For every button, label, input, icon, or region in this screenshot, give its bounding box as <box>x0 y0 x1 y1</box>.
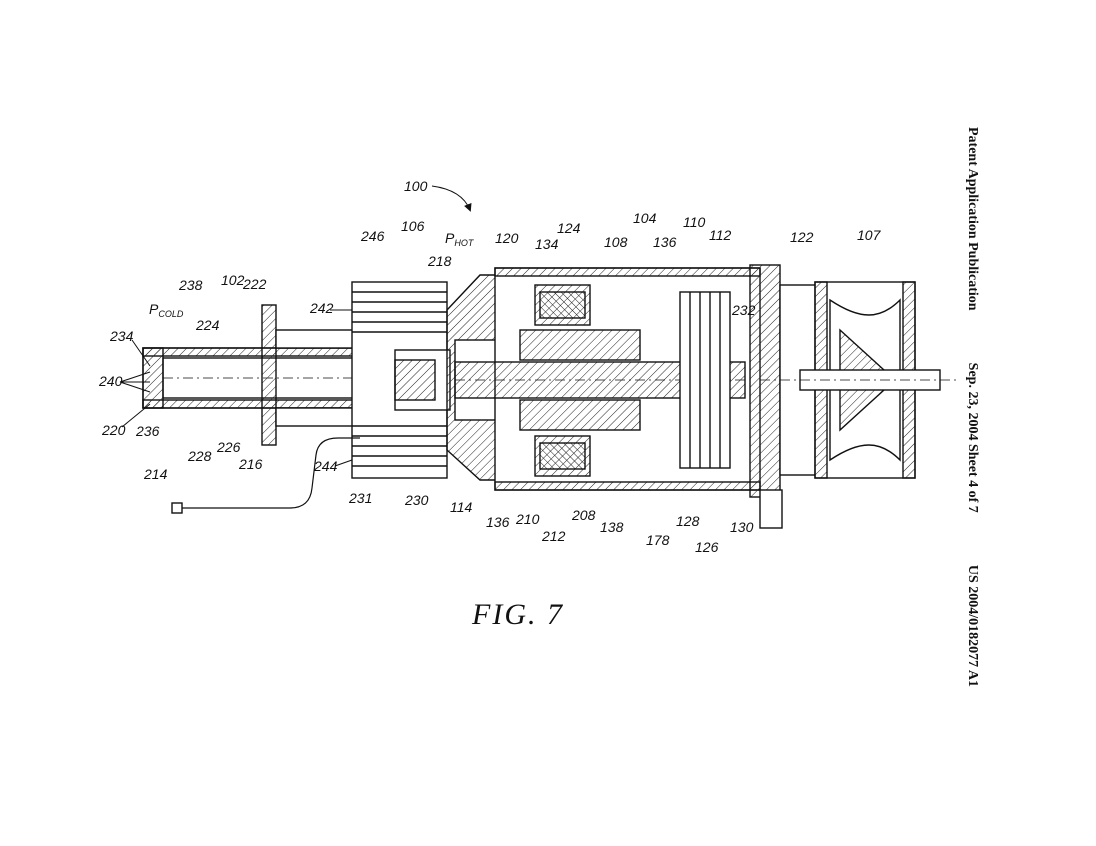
ref-label-244: 244 <box>313 458 338 474</box>
ref-label-210: 210 <box>515 511 540 527</box>
ref-label-240: 240 <box>98 373 123 389</box>
ref-label-236: 236 <box>135 423 160 439</box>
heat-sink-fins <box>351 281 451 479</box>
ref-100: 100 <box>404 178 428 194</box>
ref-label-232: 232 <box>731 302 756 318</box>
ref-label-228: 228 <box>187 448 212 464</box>
ref-label-136: 136 <box>653 234 677 250</box>
ref-label-108: 108 <box>604 234 628 250</box>
ref-label-134: 134 <box>535 236 559 252</box>
ref-label-224: 224 <box>195 317 220 333</box>
figure-caption: FIG. 7 <box>471 598 564 631</box>
ref-label-128: 128 <box>676 513 700 529</box>
ref-label-124: 124 <box>557 220 581 236</box>
lead-wire <box>182 437 360 509</box>
ref-label-136: 136 <box>486 514 510 530</box>
ref-label-226: 226 <box>216 439 241 455</box>
reference-labels: 100 102 104 106 107 108 110 112 114 120 … <box>98 178 882 555</box>
ref-label-222: 222 <box>242 276 267 292</box>
ref-label-106: 106 <box>401 218 425 234</box>
ref-label-120: 120 <box>495 230 519 246</box>
p-cold-label: PCOLD <box>149 301 184 319</box>
ref-label-230: 230 <box>404 492 429 508</box>
ref-label-130: 130 <box>730 519 754 535</box>
ref-label-110: 110 <box>683 214 706 230</box>
ref-label-212: 212 <box>541 528 566 544</box>
ref-label-114: 114 <box>450 499 473 515</box>
ref-label-178: 178 <box>646 532 670 548</box>
ref-label-138: 138 <box>600 519 624 535</box>
ref-label-208: 208 <box>571 507 596 523</box>
ref-label-102: 102 <box>221 272 245 288</box>
ref-label-238: 238 <box>178 277 203 293</box>
compressor-housing <box>454 267 761 491</box>
end-cap <box>749 264 821 529</box>
ref-label-220: 220 <box>101 422 126 438</box>
ref-label-104: 104 <box>633 210 657 226</box>
ref-label-242: 242 <box>309 300 334 316</box>
ref-label-107: 107 <box>857 227 882 243</box>
ref-label-231: 231 <box>348 490 372 506</box>
ref-label-218: 218 <box>427 253 452 269</box>
cold-flange <box>261 304 367 446</box>
ref-label-214: 214 <box>143 466 168 482</box>
ref-label-122: 122 <box>790 229 814 245</box>
ref-label-216: 216 <box>238 456 263 472</box>
p-hot-label: PHOT <box>445 230 475 248</box>
ref-label-126: 126 <box>695 539 719 555</box>
ref-label-112: 112 <box>709 227 732 243</box>
balancer <box>760 281 960 479</box>
ref-label-234: 234 <box>109 328 134 344</box>
ref-label-246: 246 <box>360 228 385 244</box>
